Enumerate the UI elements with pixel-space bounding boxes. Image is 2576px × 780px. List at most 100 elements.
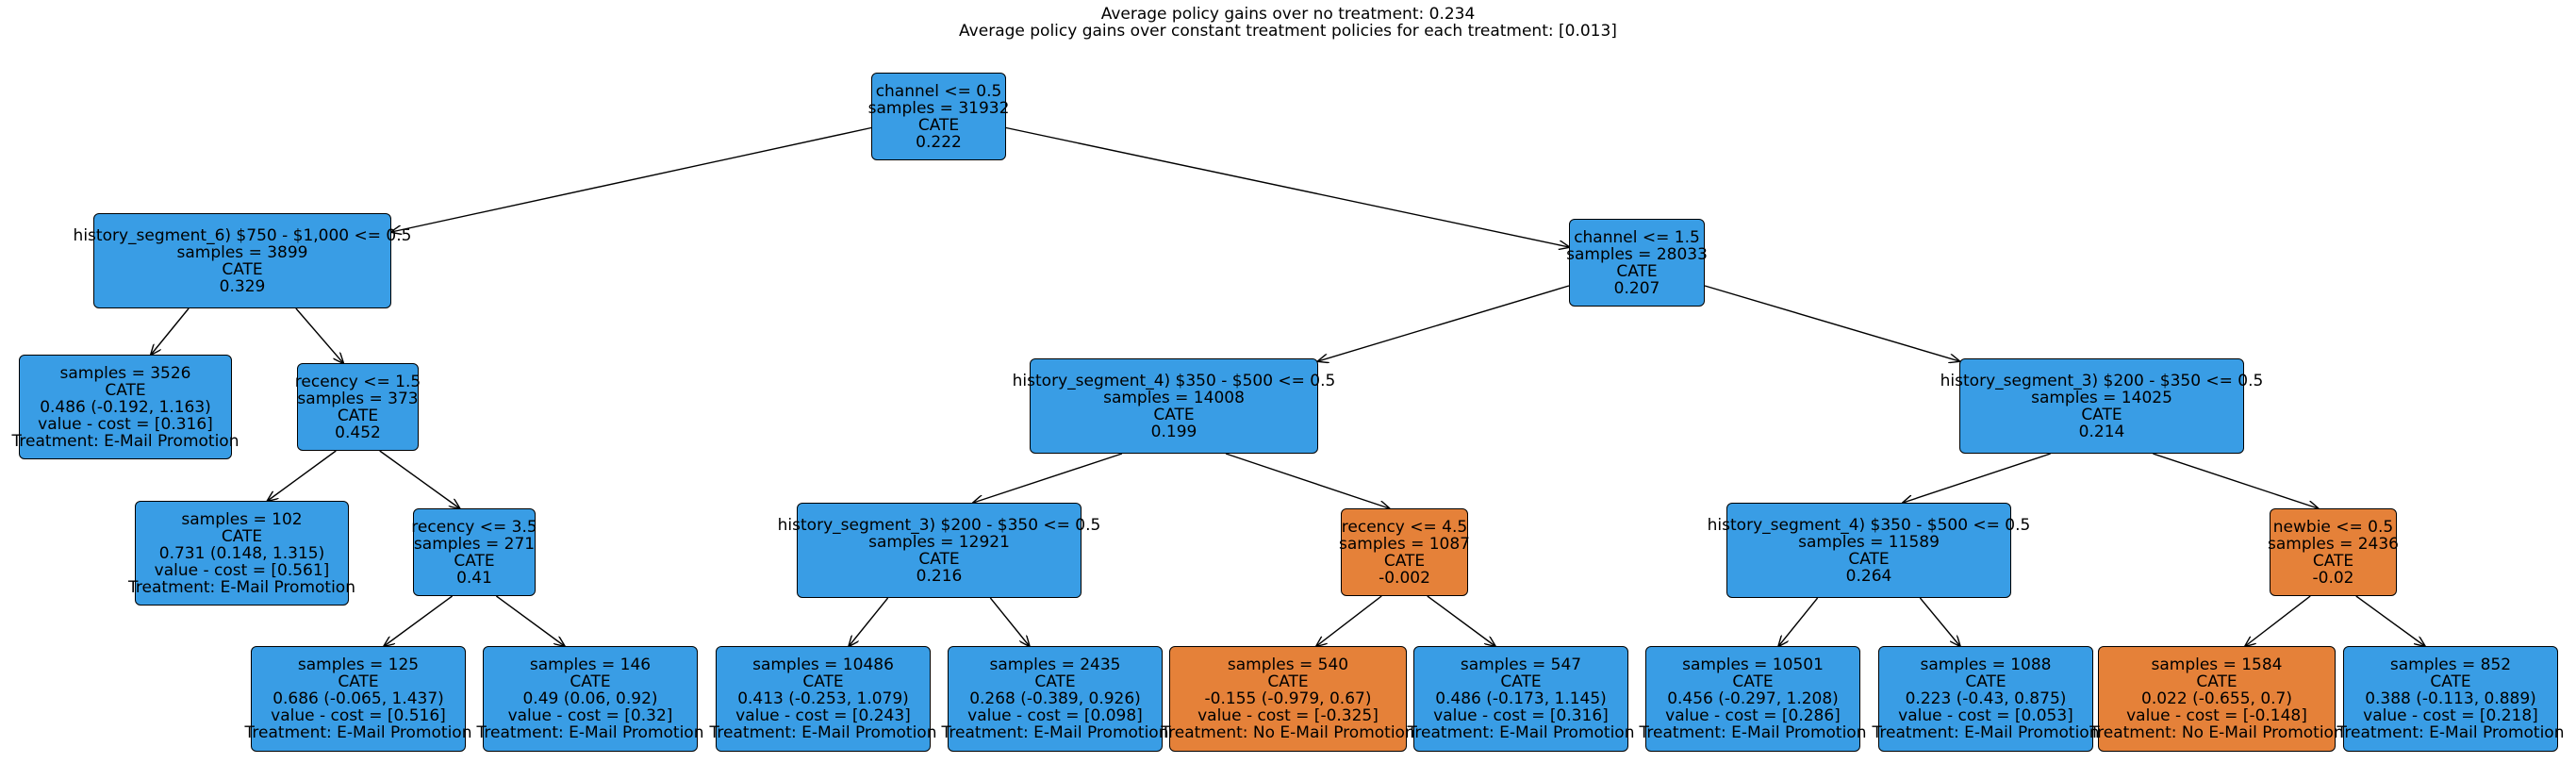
node-text-line: 0.486 (-0.192, 1.163) xyxy=(40,397,211,417)
node-text-line: samples = 10501 xyxy=(1682,656,1824,674)
node-text-line: 0.264 xyxy=(1845,566,1892,586)
node-text-line: samples = 14025 xyxy=(2031,388,2172,407)
node-text-line: CATE xyxy=(1500,672,1542,691)
node-text-line: value - cost = [0.316] xyxy=(1433,706,1609,725)
node-text-line: CATE xyxy=(1153,405,1195,424)
node-text-line: Treatment: E-Mail Promotion xyxy=(476,723,704,742)
node-text-line: 0.222 xyxy=(916,132,962,152)
node-text-line: history_segment_6) $750 - $1,000 <= 0.5 xyxy=(73,225,412,245)
node-text-line: CATE xyxy=(2081,405,2122,424)
node-text-line: value - cost = [0.32] xyxy=(507,706,673,725)
node-text-line: newbie <= 0.5 xyxy=(2272,517,2394,537)
tree-edge-arrow xyxy=(1903,453,2051,503)
node-text-line: recency <= 1.5 xyxy=(294,372,421,391)
node-text-line: history_segment_4) $350 - $500 <= 0.5 xyxy=(1707,515,2031,535)
node-text-line: CATE xyxy=(1965,672,2006,691)
node-text-line: value - cost = [0.316] xyxy=(38,414,213,434)
node-text-line: samples = 1087 xyxy=(1339,534,1470,554)
tree-edge-arrow xyxy=(151,307,190,355)
figure-title: Average policy gains over no treatment: … xyxy=(0,6,2576,40)
node-text-line: CATE xyxy=(570,672,611,691)
tree-edge-arrow xyxy=(1316,595,1382,646)
tree-edge-arrow xyxy=(268,450,337,501)
tree-edge-arrow xyxy=(973,453,1123,503)
node-text-line: 0.49 (0.06, 0.92) xyxy=(522,689,658,708)
node-text-line: samples = 125 xyxy=(297,656,420,674)
node-text-line: value - cost = [0.561] xyxy=(154,560,330,580)
node-text-line: Treatment: E-Mail Promotion xyxy=(244,723,472,742)
tree-edge-arrow xyxy=(384,595,454,646)
node-text-line: CATE xyxy=(454,551,495,571)
node-text-line: samples = 102 xyxy=(181,509,303,529)
node-text-line: 0.731 (0.148, 1.315) xyxy=(158,543,325,563)
node-text-line: CATE xyxy=(1034,672,1076,691)
node-text-line: CATE xyxy=(221,526,263,546)
node-text-line: samples = 2436 xyxy=(2268,534,2399,554)
node-text-line: 0.214 xyxy=(2078,422,2125,441)
tree-edge-arrow xyxy=(989,597,1029,646)
node-text-line: recency <= 3.5 xyxy=(411,517,537,537)
node-text-line: CATE xyxy=(338,672,379,691)
node-text-line: CATE xyxy=(1848,549,1890,569)
node-text-line: history_segment_3) $200 - $350 <= 0.5 xyxy=(777,515,1101,535)
node-text-line: CATE xyxy=(222,259,263,279)
node-text-line: samples = 1088 xyxy=(1920,656,2052,674)
node-text-line: Treatment: No E-Mail Promotion xyxy=(1161,723,1415,742)
node-text-line: 0.456 (-0.297, 1.208) xyxy=(1667,689,1839,708)
node-text-line: value - cost = [-0.148] xyxy=(2126,706,2307,725)
node-text-line: samples = 852 xyxy=(2389,656,2512,674)
node-text-line: CATE xyxy=(1383,551,1426,571)
tree-edge-arrow xyxy=(495,595,564,646)
node-text-line: -0.002 xyxy=(1379,568,1430,588)
node-text-line: 0.486 (-0.173, 1.145) xyxy=(1435,689,1607,708)
tree-edge-arrow xyxy=(1704,285,1959,361)
node-text-line: 0.268 (-0.389, 0.926) xyxy=(969,689,1141,708)
node-text-line: samples = 373 xyxy=(297,389,419,408)
node-text-line: Treatment: No E-Mail Promotion xyxy=(2089,723,2344,742)
node-text-line: Treatment: E-Mail Promotion xyxy=(128,577,355,597)
node-text-line: samples = 271 xyxy=(413,534,536,554)
node-text-line: Treatment: E-Mail Promotion xyxy=(941,723,1169,742)
node-text-line: value - cost = [0.053] xyxy=(1898,706,2073,725)
node-text-line: Treatment: E-Mail Promotion xyxy=(1872,723,2100,742)
node-text-line: 0.207 xyxy=(1613,278,1660,298)
node-text-line: Treatment: E-Mail Promotion xyxy=(1407,723,1635,742)
title-line-1: Average policy gains over no treatment: … xyxy=(1100,5,1476,24)
node-text-line: samples = 11589 xyxy=(1798,532,1940,552)
node-text-line: 0.199 xyxy=(1150,422,1197,441)
node-text-line: 0.223 (-0.43, 0.875) xyxy=(1905,689,2067,708)
tree-edge-arrow xyxy=(2355,595,2425,646)
node-text-line: CATE xyxy=(802,672,844,691)
tree-edge-arrow xyxy=(295,307,343,363)
tree-edge-arrow xyxy=(2153,453,2318,508)
node-text-line: 0.329 xyxy=(219,276,266,296)
node-text-line: 0.022 (-0.655, 0.7) xyxy=(2141,689,2292,708)
node-text-line: CATE xyxy=(105,380,146,400)
tree-edge-arrow xyxy=(1225,453,1389,508)
node-text-line: CATE xyxy=(918,549,960,569)
tree-edge-arrow xyxy=(1919,597,1959,646)
node-text-line: value - cost = [0.516] xyxy=(271,706,446,725)
tree-edge-arrow xyxy=(849,597,889,646)
node-text-line: samples = 28033 xyxy=(1566,244,1708,264)
node-text-line: value - cost = [0.243] xyxy=(735,706,911,725)
node-text-line: 0.452 xyxy=(335,423,381,442)
